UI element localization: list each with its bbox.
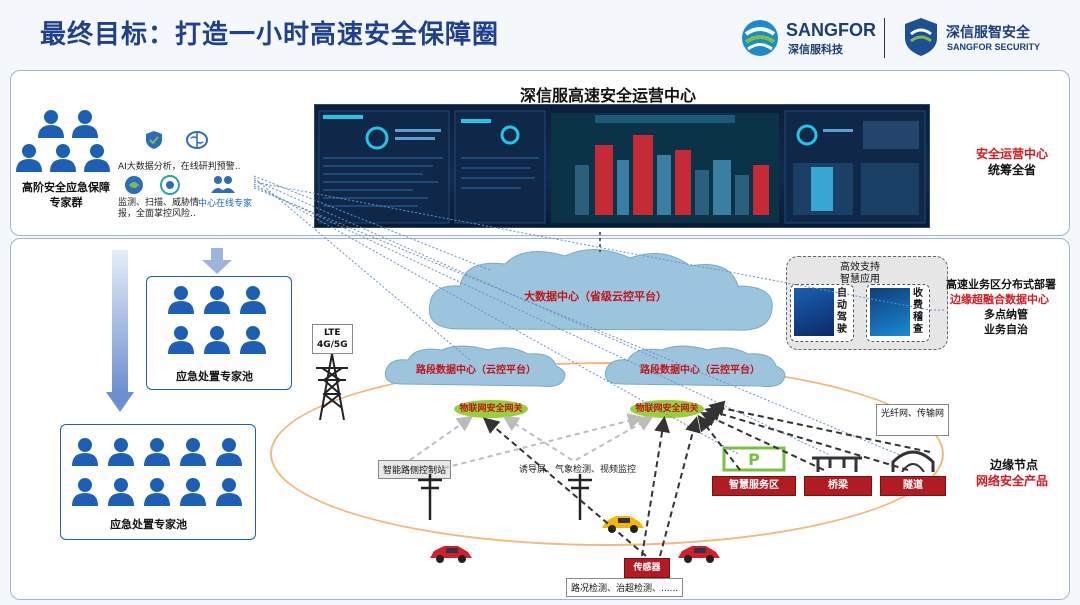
sensor-label: 传感器 <box>624 558 670 578</box>
road-center-2-label: 路段数据中心（云控平台） <box>640 365 760 376</box>
utility-pole-1 <box>416 474 444 524</box>
logo1-sub: 深信服科技 <box>788 43 843 56</box>
fiber-network-label: 光纤网、传输网 <box>876 404 950 436</box>
expert-person-icon <box>238 284 268 314</box>
expert-person-icon <box>202 284 232 314</box>
soc-right-label-2: 统筹全省 <box>988 163 1037 177</box>
tunnel-icon <box>890 448 936 476</box>
expert-person-icon <box>178 476 208 506</box>
logo2-sub: SANGFOR SECURITY <box>947 42 1041 52</box>
security-shield-icon <box>144 130 164 154</box>
right-edge-4: 业务自治 <box>984 323 1028 336</box>
lte-label-line2: 4G/5G <box>317 340 348 350</box>
soc-title: 深信服高速安全运营中心 <box>520 86 697 105</box>
flow-gradient-arrow-left <box>106 250 134 412</box>
expert-pool-1-label: 应急处置专家池 <box>176 370 253 383</box>
online-expert-label: 中心在线专家 <box>198 199 253 209</box>
expert-person-icon <box>166 284 196 314</box>
expert-person-icon <box>36 108 66 138</box>
red-car-icon-1 <box>428 542 474 568</box>
expert-person-icon <box>70 436 100 466</box>
logo-divider <box>884 18 885 58</box>
online-expert-icon <box>210 175 236 197</box>
right-edge-2: 边缘超融合数据中心 <box>950 293 1049 306</box>
auto-drive-label: 自动驾驶 <box>837 288 847 335</box>
sensor-desc-label: 路况检测、治超检测、...... <box>566 578 684 597</box>
bridge-label: 桥梁 <box>804 476 872 496</box>
soc-dashboard-image <box>314 104 930 228</box>
edge-node-label-2: 网络安全产品 <box>976 474 1049 488</box>
bridge-icon <box>812 450 862 476</box>
expert-person-icon <box>178 436 208 466</box>
expert-person-icon <box>214 476 244 506</box>
toll-check-thumb <box>870 288 910 336</box>
service-area-label: 智慧服务区 <box>712 476 796 496</box>
expert-person-icon <box>106 476 136 506</box>
page-title: 最终目标：打造一小时高速安全保障圈 <box>40 20 500 50</box>
road-center-1-label: 路段数据中心（云控平台） <box>416 365 536 376</box>
lte-tower-icon <box>314 353 350 424</box>
scan-target-icon <box>160 175 180 199</box>
expert-person-icon <box>142 476 172 506</box>
red-car-icon-2 <box>676 542 722 568</box>
expert-person-icon <box>70 108 100 138</box>
lte-label: LTE 4G/5G <box>312 324 353 354</box>
yellow-car-icon <box>600 512 646 538</box>
ai-brain-icon <box>186 130 208 154</box>
lte-label-line1: LTE <box>324 328 341 338</box>
expert-person-icon <box>82 142 112 172</box>
expert-person-icon <box>214 436 244 466</box>
smart-support-2: 智慧应用 <box>840 274 880 285</box>
soc-right-label-1: 安全运营中心 <box>976 147 1049 161</box>
expert-person-icon <box>70 476 100 506</box>
logo1-name: SANGFOR <box>786 20 876 40</box>
expert-group-label: 高阶安全应急保障专家群 <box>22 181 110 209</box>
big-data-center-label: 大数据中心（省级云控平台） <box>524 290 667 303</box>
expert-person-icon <box>142 436 172 466</box>
right-edge-1: 高速业务区分布式部署 <box>946 278 1056 291</box>
expert-person-icon <box>48 142 78 172</box>
expert-person-icon <box>106 436 136 466</box>
utility-pole-2 <box>566 474 594 524</box>
expert-person-icon <box>202 324 232 354</box>
toll-check-label: 收费稽查 <box>913 288 923 335</box>
expert-pool-2-label: 应急处置专家池 <box>110 518 187 531</box>
expert-person-icon <box>238 324 268 354</box>
expert-person-icon <box>14 142 44 172</box>
sangfor-logo: SANGFOR 深信服科技 <box>740 16 880 60</box>
monitor-icon <box>124 175 144 199</box>
iot-gateway-2: 物联网安全网关 <box>630 400 704 418</box>
ai-analysis-text: AI大数据分析，在线研判预警.. <box>118 162 241 172</box>
sangfor-logo-icon <box>742 20 778 56</box>
expert-person-icon <box>166 324 196 354</box>
flow-arrow-top <box>202 248 232 274</box>
iot-gateway-1: 物联网安全网关 <box>454 400 528 418</box>
right-edge-3: 多点纳管 <box>984 308 1028 321</box>
tunnel-label: 隧道 <box>880 476 946 496</box>
logo2-name: 深信服智安全 <box>946 25 1030 41</box>
shield-logo-icon <box>905 18 937 56</box>
service-area-sign-icon: P <box>722 446 786 476</box>
monitor-scan-text: 监测、扫描、威胁情报，全面掌控风险.. <box>118 198 200 219</box>
svg-text:P: P <box>748 450 760 469</box>
sangfor-security-logo: 深信服智安全 SANGFOR SECURITY <box>902 16 1042 60</box>
edge-node-label-1: 边缘节点 <box>990 458 1039 472</box>
auto-drive-thumb <box>794 288 834 336</box>
